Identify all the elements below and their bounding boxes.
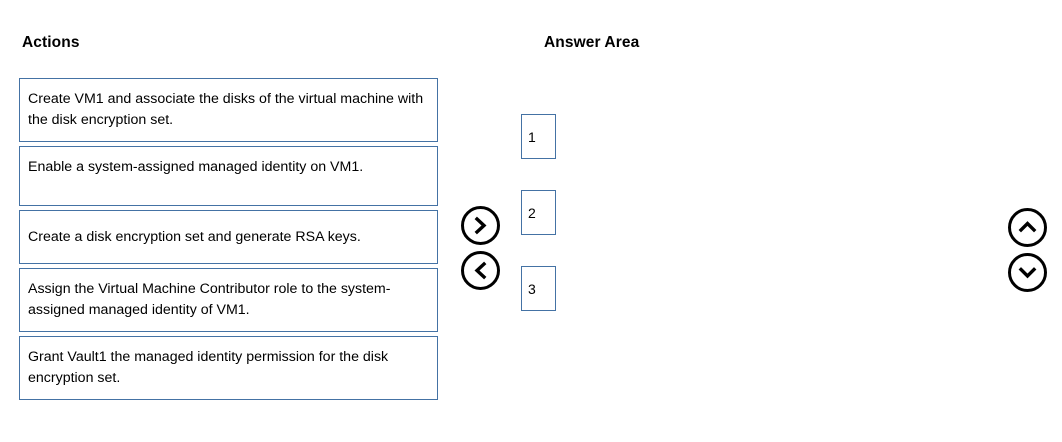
actions-column-heading: Actions bbox=[22, 34, 80, 51]
list-item[interactable]: Enable a system-assigned managed identit… bbox=[19, 146, 438, 206]
move-left-button[interactable] bbox=[461, 251, 500, 290]
move-up-button[interactable] bbox=[1008, 208, 1047, 247]
answer-slot-1[interactable]: 1 bbox=[521, 114, 556, 159]
answer-slot-2[interactable]: 2 bbox=[521, 190, 556, 235]
chevron-left-icon bbox=[472, 261, 489, 280]
move-down-button[interactable] bbox=[1008, 253, 1047, 292]
answer-slot-3[interactable]: 3 bbox=[521, 266, 556, 311]
answer-area-column-heading: Answer Area bbox=[544, 34, 640, 51]
list-item[interactable]: Assign the Virtual Machine Contributor r… bbox=[19, 268, 438, 332]
list-item[interactable]: Grant Vault1 the managed identity permis… bbox=[19, 336, 438, 400]
chevron-down-icon bbox=[1018, 264, 1037, 281]
list-item[interactable]: Create VM1 and associate the disks of th… bbox=[19, 78, 438, 142]
move-right-button[interactable] bbox=[461, 206, 500, 245]
actions-list: Create VM1 and associate the disks of th… bbox=[19, 78, 438, 404]
chevron-right-icon bbox=[472, 216, 489, 235]
chevron-up-icon bbox=[1018, 219, 1037, 236]
list-item[interactable]: Create a disk encryption set and generat… bbox=[19, 210, 438, 264]
